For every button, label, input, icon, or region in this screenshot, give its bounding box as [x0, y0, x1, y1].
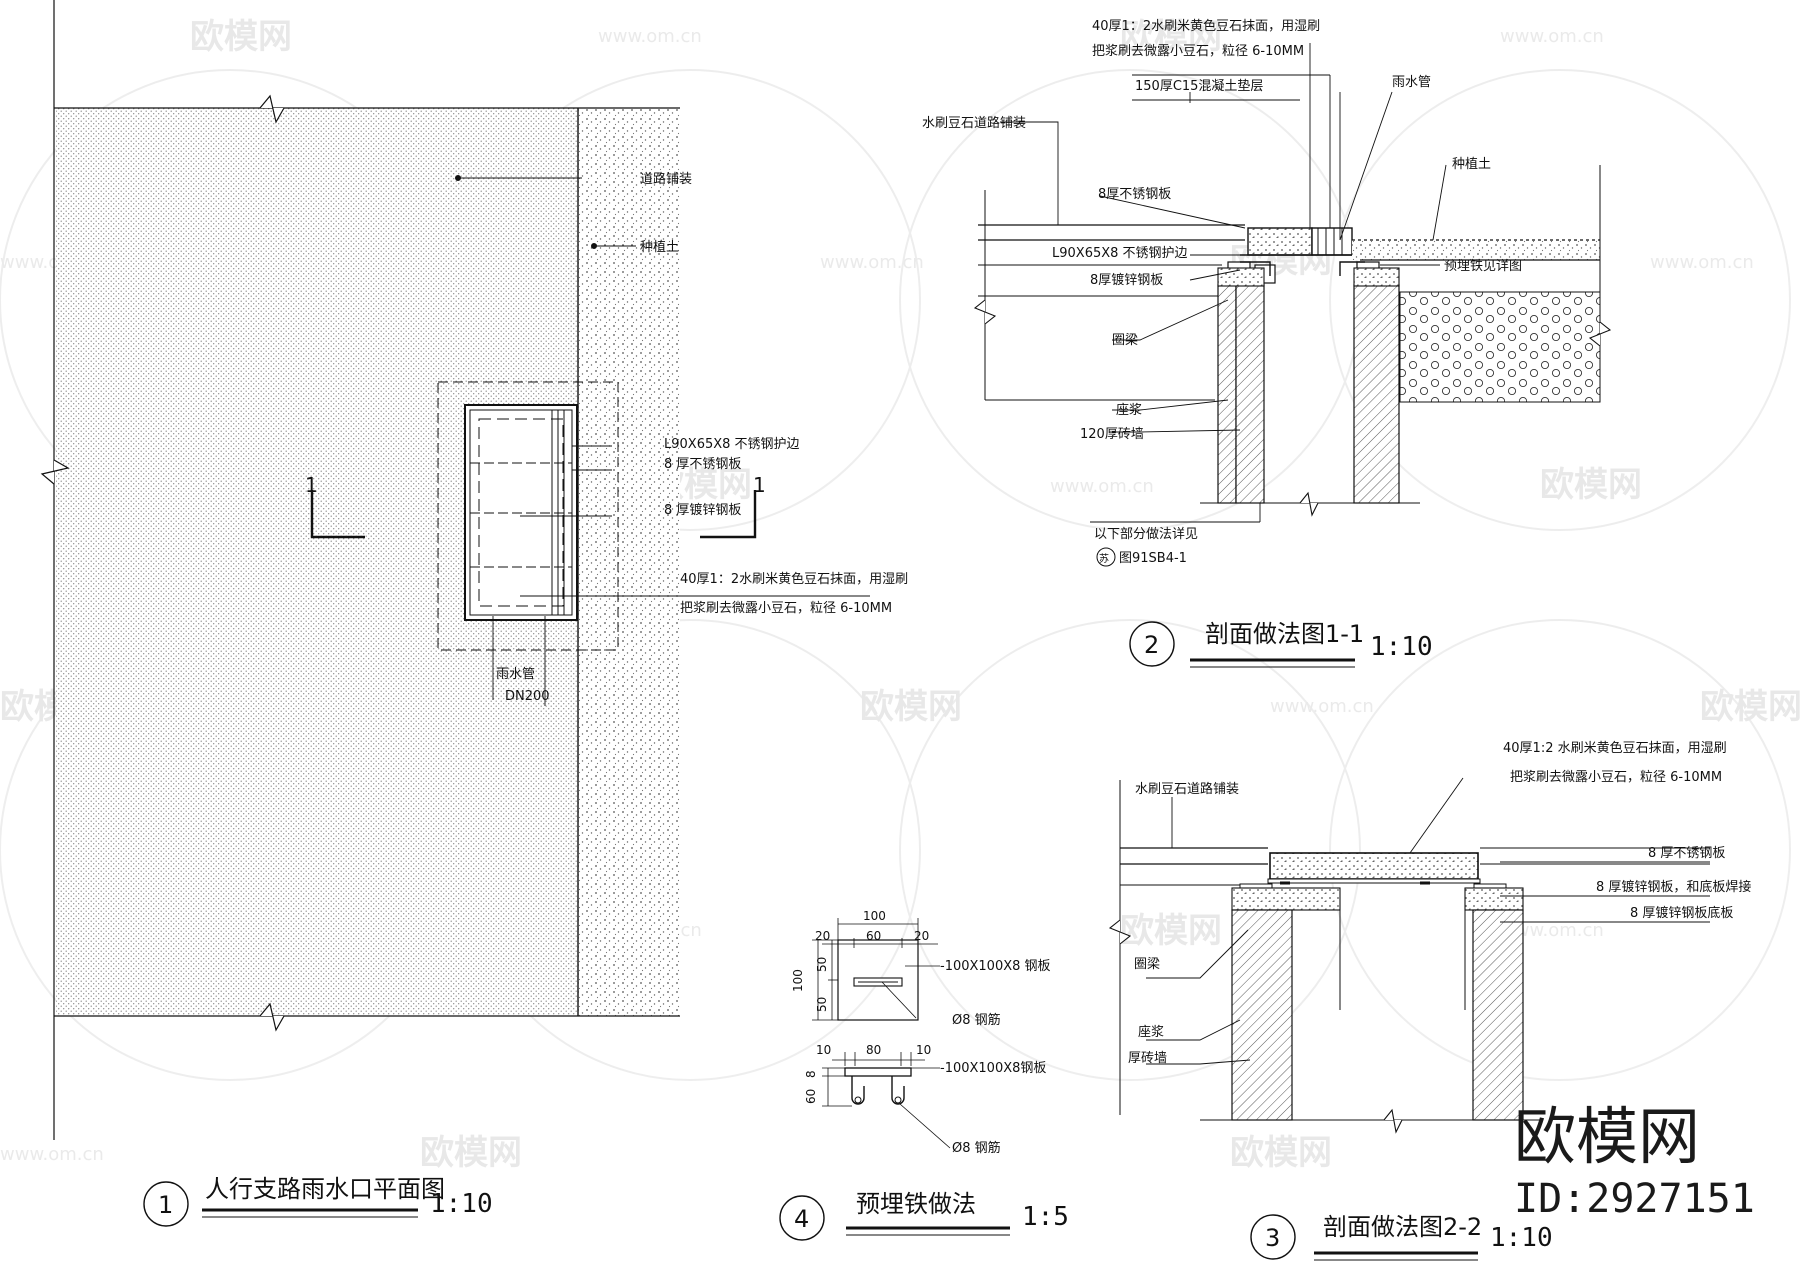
- ref-circle-text: 苏: [1099, 552, 1109, 565]
- dim-20-right: 20: [914, 929, 929, 943]
- label-soil: 种植土: [640, 240, 679, 255]
- watermark-url: www.om.cn: [820, 252, 924, 273]
- brand-logo-text: 欧模网: [1514, 1100, 1700, 1173]
- dim-v8: 8: [804, 1070, 818, 1078]
- label-pipe: 雨水管: [496, 667, 535, 682]
- label-galv-base: 8 厚镀锌钢板底板: [1630, 905, 1733, 921]
- watermark-url: www.om.cn: [0, 1144, 104, 1165]
- brand-stamp: 欧模网 ID:2927151: [1514, 1100, 1755, 1222]
- detail-4-title-block: 4 预埋铁做法 1:5: [779, 1190, 1069, 1241]
- label-angle-edge: L90X65X8 不锈钢护边: [664, 437, 800, 452]
- label-angle-edge: L90X65X8 不锈钢护边: [1052, 246, 1188, 261]
- detail-embedded-iron-annotations: 100 20 60 20 100 50 50 -100X100X8 钢板 Ø8 …: [791, 909, 1051, 1156]
- dim-v60: 60: [804, 1089, 818, 1104]
- label-rebar-top: Ø8 钢筋: [952, 1012, 1001, 1028]
- section-1-1-annotations: 40厚1：2水刷米黄色豆石抹面，用湿刷 把浆刷去微露小豆石，粒径 6-10MM …: [922, 18, 1522, 567]
- watermark-logo: 欧模网: [1120, 17, 1222, 57]
- detail4-title: 预埋铁做法: [856, 1190, 976, 1218]
- label-galv-plate: 8 厚镀锌钢板: [664, 502, 741, 518]
- section-1-1: [973, 43, 1612, 523]
- dim-60: 60: [866, 929, 881, 943]
- plan-view: [40, 0, 870, 1140]
- label-finish: 40厚1：2水刷米黄色豆石抹面，用湿刷: [680, 571, 908, 587]
- label-galv-weld: 8 厚镀锌钢板，和底板焊接: [1596, 879, 1751, 895]
- watermark-logo: 欧模网: [1230, 1133, 1332, 1173]
- watermark-url: www.om.cn: [1050, 476, 1154, 497]
- section1-scale: 1:10: [1370, 632, 1433, 662]
- watermark-logo: 欧模网: [1700, 687, 1800, 727]
- dim-v50-bot: 50: [815, 997, 829, 1012]
- label-paving: 水刷豆石道路铺装: [1135, 781, 1239, 797]
- label-mortar: 座浆: [1138, 1025, 1164, 1040]
- label-finish: 把浆刷去微露小豆石，粒径 6-10MM: [1510, 770, 1722, 785]
- watermark-url: www.om.cn: [1500, 920, 1604, 941]
- detail-embedded-iron: [812, 918, 951, 1149]
- dim-10-right: 10: [916, 1043, 931, 1057]
- section-1-1-title-block: 2 剖面做法图1-1 1:10: [1129, 620, 1433, 668]
- label-plate-bottom: -100X100X8钢板: [940, 1061, 1046, 1076]
- watermark-url: www.om.cn: [1270, 696, 1374, 717]
- section-mark-right: 1: [753, 473, 766, 497]
- watermark-logo: 欧模网: [1120, 911, 1222, 951]
- label-galv-plate: 8厚镀锌钢板: [1090, 272, 1163, 288]
- watermark-logo: 欧模网: [860, 687, 962, 727]
- section-2-2-title-block: 3 剖面做法图2-2 1:10: [1250, 1213, 1553, 1261]
- plan-title-block: 1 人行支路雨水口平面图 1:10: [143, 1175, 493, 1227]
- dim-v100: 100: [791, 969, 805, 992]
- watermark-logo: 欧模网: [1540, 465, 1642, 505]
- ref-circle: [1096, 547, 1116, 567]
- dim-80: 80: [866, 1043, 881, 1057]
- brand-id: ID:2927151: [1514, 1176, 1755, 1222]
- section1-title: 剖面做法图1-1: [1205, 620, 1364, 648]
- label-rebar-bottom: Ø8 钢筋: [952, 1140, 1001, 1156]
- watermark-logo: 欧模网: [190, 17, 292, 57]
- detail4-number: 4: [794, 1205, 809, 1233]
- label-below: 以下部分做法详见: [1094, 527, 1198, 542]
- label-finish: 把浆刷去微露小豆石，粒径 6-10MM: [1092, 44, 1304, 59]
- label-ring-beam: 圈梁: [1134, 957, 1160, 972]
- watermark-url: www.om.cn: [1500, 26, 1604, 47]
- dim-20-left: 20: [815, 929, 830, 943]
- label-ss-plate: 8 厚不锈钢板: [1648, 846, 1725, 861]
- dim-10-left: 10: [816, 1043, 831, 1057]
- label-paving: 道路铺装: [640, 171, 692, 187]
- watermark-url: www.om.cn: [598, 26, 702, 47]
- detail4-scale: 1:5: [1022, 1202, 1069, 1232]
- label-finish: 40厚1:2 水刷米黄色豆石抹面，用湿刷: [1503, 740, 1727, 756]
- section1-number: 2: [1144, 631, 1159, 659]
- section-2-2: [1108, 777, 1710, 1134]
- label-soil: 种植土: [1452, 157, 1491, 172]
- label-plate-top: -100X100X8 钢板: [940, 959, 1051, 974]
- plan-annotations: 道路铺装 种植土 L90X65X8 不锈钢护边 8 厚不锈钢板 8 厚镀锌钢板 …: [305, 171, 908, 704]
- label-pipe: 雨水管: [1392, 75, 1431, 90]
- label-ss-plate: 8 厚不锈钢板: [664, 457, 741, 472]
- label-paving: 水刷豆石道路铺装: [922, 115, 1026, 131]
- section2-title: 剖面做法图2-2: [1323, 1213, 1482, 1241]
- section2-scale: 1:10: [1490, 1223, 1553, 1253]
- section2-number: 3: [1265, 1224, 1280, 1252]
- watermark-url: www.om.cn: [1650, 252, 1754, 273]
- label-concrete: 150厚C15混凝土垫层: [1135, 78, 1263, 94]
- label-mortar: 座浆: [1116, 403, 1142, 418]
- section-2-2-annotations: 40厚1:2 水刷米黄色豆石抹面，用湿刷 把浆刷去微露小豆石，粒径 6-10MM…: [1128, 740, 1751, 1066]
- label-ring-beam: 圈梁: [1112, 333, 1138, 348]
- label-brick-wall: 120厚砖墙: [1080, 427, 1144, 442]
- section-mark-left: 1: [305, 473, 318, 497]
- label-ref-drawing: 图91SB4-1: [1119, 551, 1187, 566]
- label-finish: 40厚1：2水刷米黄色豆石抹面，用湿刷: [1092, 18, 1320, 34]
- label-brick-wall: 厚砖墙: [1128, 1051, 1167, 1066]
- watermark-logo: 欧模网: [420, 1133, 522, 1173]
- label-pipe-dn: DN200: [505, 689, 550, 704]
- label-ss-plate: 8厚不锈钢板: [1098, 187, 1171, 202]
- plan-number: 1: [158, 1191, 173, 1219]
- label-embed: 预埋铁见详图: [1444, 259, 1522, 274]
- label-finish: 把浆刷去微露小豆石，粒径 6-10MM: [680, 601, 892, 616]
- dim-100: 100: [863, 909, 886, 923]
- dim-v50-top: 50: [815, 957, 829, 972]
- plan-scale: 1:10: [430, 1189, 493, 1219]
- plan-title: 人行支路雨水口平面图: [205, 1175, 445, 1203]
